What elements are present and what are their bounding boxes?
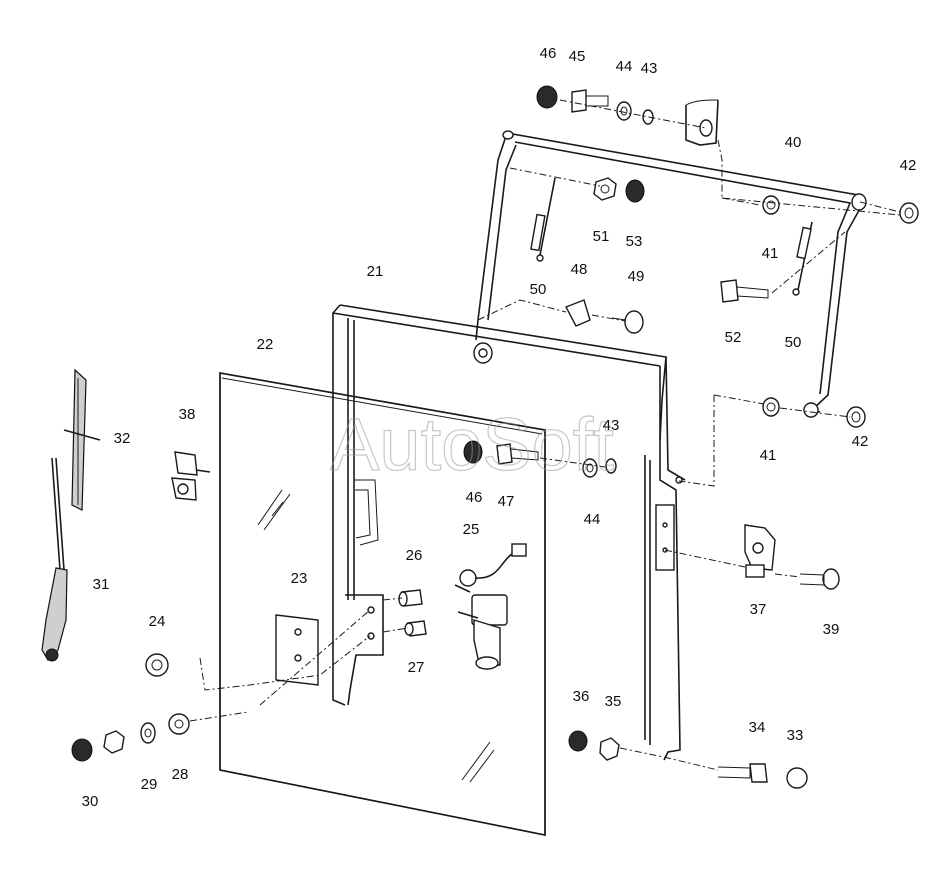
callout-45: 45	[569, 48, 586, 65]
callout-50-right: 50	[785, 334, 802, 351]
callout-49: 49	[628, 268, 645, 285]
callout-43-lower: 43	[603, 417, 620, 434]
callout-53: 53	[626, 233, 643, 250]
callout-35: 35	[605, 693, 622, 710]
callout-25: 25	[463, 521, 480, 538]
callout-41-upper: 41	[762, 245, 779, 262]
callout-37: 37	[750, 601, 767, 618]
callout-21: 21	[367, 263, 384, 280]
callout-22: 22	[257, 336, 274, 353]
callout-44-upper: 44	[616, 58, 633, 75]
callout-42-upper: 42	[900, 157, 917, 174]
callout-48: 48	[571, 261, 588, 278]
callout-36: 36	[573, 688, 590, 705]
spacer-tubes	[398, 589, 427, 637]
fasteners	[71, 85, 919, 789]
bracket-part	[744, 524, 776, 578]
callout-43-upper: 43	[641, 60, 658, 77]
callout-33: 33	[787, 727, 804, 744]
callout-46-lower: 46	[466, 489, 483, 506]
clip-part	[171, 451, 211, 501]
door-frame	[332, 304, 686, 761]
callout-32: 32	[114, 430, 131, 447]
wiper-motor	[454, 543, 527, 670]
assembly-lines	[189, 99, 901, 771]
callout-40: 40	[785, 134, 802, 151]
callout-44-lower: 44	[584, 511, 601, 528]
callout-24: 24	[149, 613, 166, 630]
callout-39: 39	[823, 621, 840, 638]
wiper-blade	[63, 368, 101, 511]
wiper-arm	[41, 457, 68, 662]
callout-labels: 21 22 23 24 25 26 27 28 29 30 31 32 33 3…	[82, 45, 917, 810]
callout-26: 26	[406, 547, 423, 564]
callout-30: 30	[82, 793, 99, 810]
callout-38: 38	[179, 406, 196, 423]
callout-51: 51	[593, 228, 610, 245]
callout-31: 31	[93, 576, 110, 593]
callout-28: 28	[172, 766, 189, 783]
callout-34: 34	[749, 719, 766, 736]
watermark-text: AutoSoft	[330, 403, 614, 486]
callout-52: 52	[725, 329, 742, 346]
callout-23: 23	[291, 570, 308, 587]
callout-42-lower: 42	[852, 433, 869, 450]
swing-frame	[475, 130, 867, 418]
hinge-bracket	[685, 99, 719, 146]
callout-29: 29	[141, 776, 158, 793]
callout-41-lower: 41	[760, 447, 777, 464]
callout-47: 47	[498, 493, 515, 510]
callout-46-upper: 46	[540, 45, 557, 62]
callout-27: 27	[408, 659, 425, 676]
callout-50-left: 50	[530, 281, 547, 298]
glass-panel	[219, 372, 546, 836]
mounting-plate	[275, 614, 319, 686]
